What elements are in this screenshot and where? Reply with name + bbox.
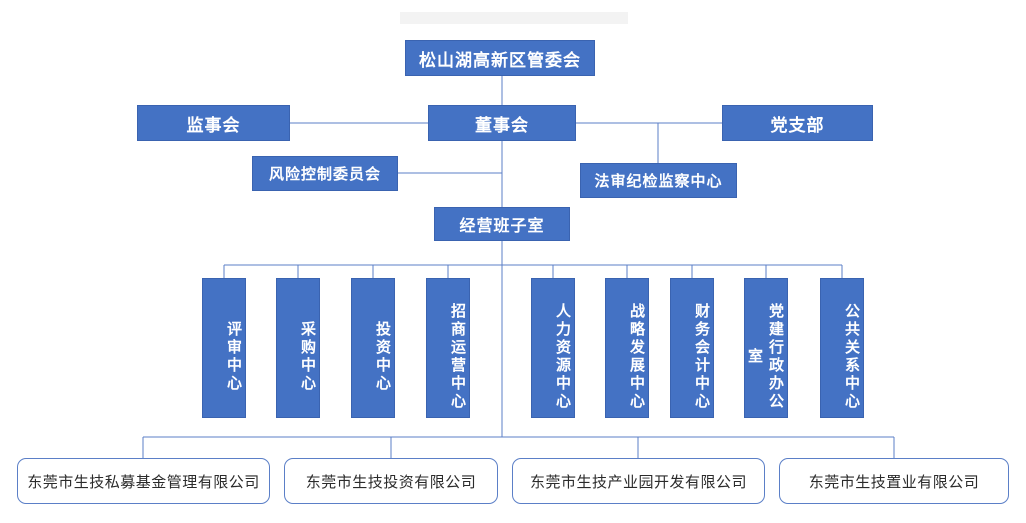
node-subsidiary-private-fund-management[interactable]: 东莞市生技私募基金管理有限公司 [17,458,270,504]
node-subsidiary-investment[interactable]: 东莞市生技投资有限公司 [284,458,498,504]
node-subsidiary-real-estate[interactable]: 东莞市生技置业有限公司 [779,458,1009,504]
node-supervisory-board[interactable]: 监事会 [137,105,290,141]
node-dept-public-relations-center[interactable]: 公共关系中心 [820,278,864,418]
node-dept-investment-center[interactable]: 投资中心 [351,278,395,418]
decorative-top-band [400,12,628,24]
node-management-office[interactable]: 经营班子室 [434,207,570,241]
node-dept-finance-accounting-center[interactable]: 财务会计中心 [670,278,714,418]
node-dept-procurement-center[interactable]: 采购中心 [276,278,320,418]
node-subsidiary-industrial-park-development[interactable]: 东莞市生技产业园开发有限公司 [512,458,765,504]
node-board-of-directors[interactable]: 董事会 [428,105,576,141]
node-dept-investment-promotion-operation-center[interactable]: 招商运营中心 [426,278,470,418]
node-risk-control-committee[interactable]: 风险控制委员会 [252,156,398,191]
node-dept-party-admin-office[interactable]: 党建行政办公室 [744,278,788,418]
node-party-branch[interactable]: 党支部 [722,105,873,141]
node-top-authority[interactable]: 松山湖高新区管委会 [405,40,595,76]
node-dept-strategic-development-center[interactable]: 战略发展中心 [605,278,649,418]
node-legal-audit-discipline-center[interactable]: 法审纪检监察中心 [580,163,737,198]
node-dept-review-center[interactable]: 评审中心 [202,278,246,418]
node-dept-human-resources-center[interactable]: 人力资源中心 [531,278,575,418]
